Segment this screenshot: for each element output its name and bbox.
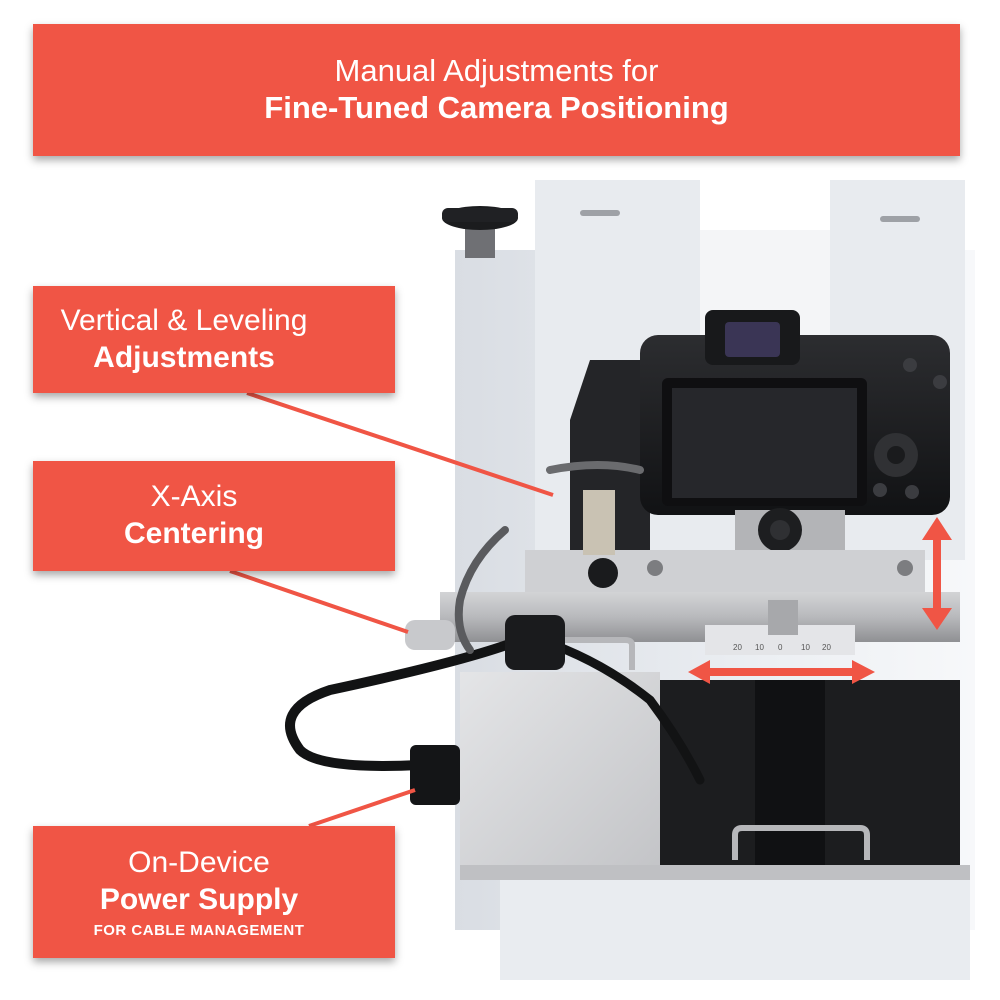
scale-tick: 10: [755, 643, 764, 652]
callout-power-supply: On-Device Power Supply FOR CABLE MANAGEM…: [33, 826, 395, 958]
power-supply-box: [460, 637, 970, 880]
double-arrow-horizontal-icon: [688, 660, 875, 684]
leader-line-power: [308, 788, 416, 828]
scale-tick: 20: [822, 643, 831, 652]
double-arrow-vertical-icon: [922, 517, 952, 630]
leveling-knob: [442, 206, 518, 258]
callout-vertical-line-1: Vertical & Leveling: [60, 303, 308, 337]
callout-x-axis-centering: X-Axis Centering: [33, 461, 395, 571]
callout-power-line-3: FOR CABLE MANAGEMENT: [93, 922, 305, 940]
scale-tick: 20: [733, 643, 742, 652]
banner-line-1: Manual Adjustments for: [334, 53, 659, 89]
callout-vertical-line-2: Adjustments: [93, 340, 275, 374]
stage-plate: [525, 550, 925, 595]
callout-xaxis-line-1: X-Axis: [150, 480, 238, 514]
scale-tick: 0: [778, 643, 783, 652]
header-banner: Manual Adjustments for Fine-Tuned Camera…: [33, 24, 960, 156]
scale-tick: 10: [801, 643, 810, 652]
callout-xaxis-line-2: Centering: [123, 517, 264, 551]
callout-vertical-leveling: Vertical & Leveling Adjustments: [33, 286, 395, 393]
callout-power-line-2: Power Supply: [99, 882, 299, 916]
cables: [285, 461, 705, 805]
leader-lines: [229, 391, 554, 828]
leader-line-vertical: [246, 391, 554, 497]
dc-jack: [588, 558, 618, 588]
vertical-post: [583, 490, 615, 555]
banner-line-2: Fine-Tuned Camera Positioning: [264, 90, 729, 126]
leader-line-xaxis: [229, 569, 409, 634]
callout-power-line-1: On-Device: [128, 845, 270, 879]
camera-body: [640, 310, 950, 515]
